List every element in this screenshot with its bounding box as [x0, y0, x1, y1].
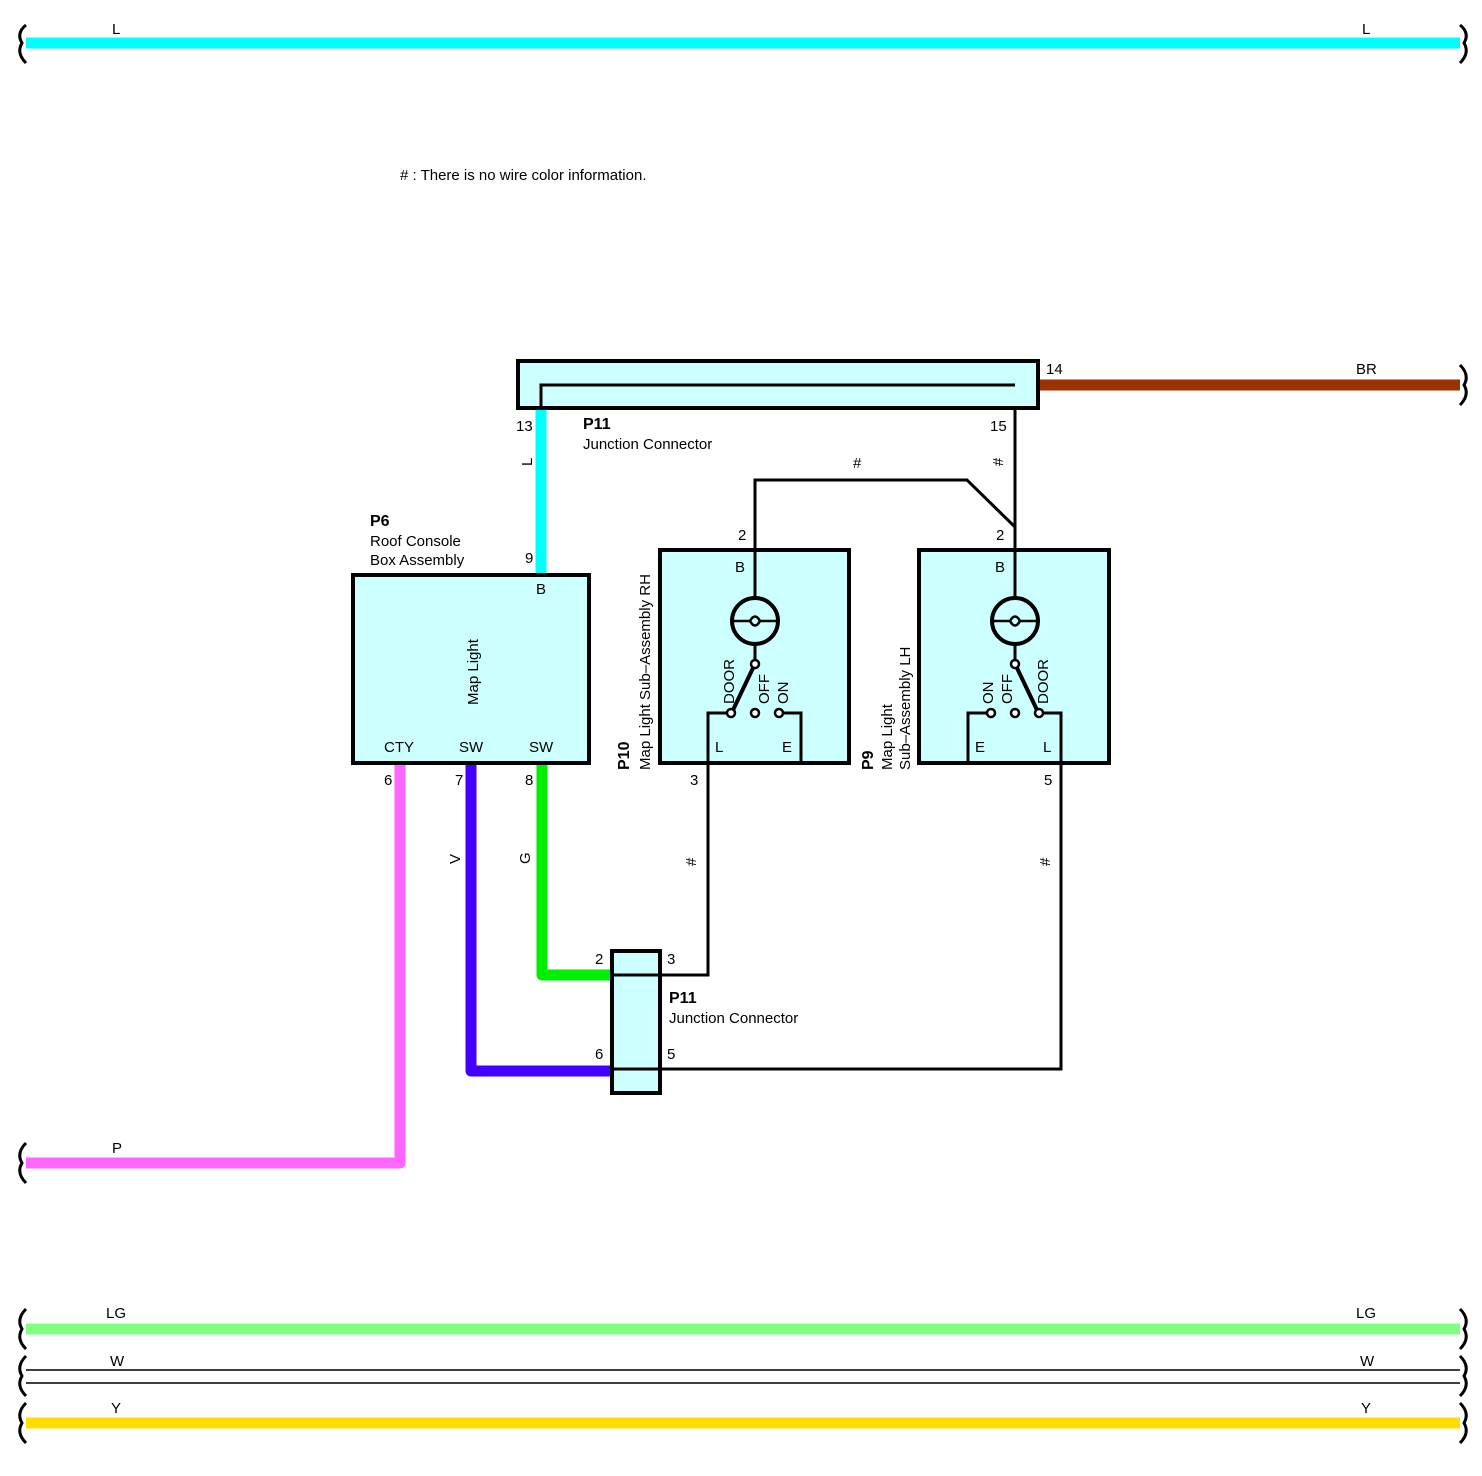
- p10-name: Map Light Sub–Assembly RH: [637, 574, 654, 770]
- p10-term-b: B: [735, 559, 745, 576]
- y-right-brace: [1458, 1401, 1468, 1445]
- p6-term-sw-7: SW: [459, 739, 484, 756]
- wire-label-v: V: [447, 854, 464, 864]
- p10-pos-off: OFF: [756, 674, 773, 704]
- p11-bottom-pin-5: 5: [667, 1046, 675, 1063]
- p11-bottom-name: Junction Connector: [669, 1010, 798, 1027]
- p10-term-e: E: [782, 739, 792, 756]
- wire-label-w-left: W: [110, 1353, 125, 1370]
- wire-label-hash-p10: #: [683, 857, 700, 866]
- p6-name-line1: Roof Console: [370, 533, 461, 550]
- wire-label-y-right: Y: [1361, 1400, 1371, 1417]
- p11-top-pin-14: 14: [1046, 361, 1063, 378]
- wire-label-l-right: L: [1362, 21, 1370, 38]
- p6-pin-9: 9: [525, 550, 533, 567]
- p9-pos-door: DOOR: [1035, 659, 1052, 704]
- p9-pos-off: OFF: [999, 674, 1016, 704]
- wire-label-lg-right: LG: [1356, 1305, 1376, 1322]
- p11-bottom-pin-3: 3: [667, 951, 675, 968]
- lg-left-brace: [18, 1307, 28, 1351]
- wire-label-l-left: L: [112, 21, 120, 38]
- p9-pos-on: ON: [980, 682, 997, 705]
- p9-code: P9: [860, 750, 877, 770]
- p6-term-b: B: [536, 581, 546, 598]
- wire-label-p: P: [112, 1140, 122, 1157]
- p6-roof-console-box: P6 Roof Console Box Assembly 9 B Map Lig…: [351, 513, 591, 789]
- wire-label-y-left: Y: [111, 1400, 121, 1417]
- wire-label-hash-jumper: #: [853, 455, 862, 472]
- p11-bottom-code: P11: [669, 990, 697, 1007]
- y-left-brace: [18, 1401, 28, 1445]
- p6-pin-8: 8: [525, 772, 533, 789]
- p6-pin-7: 7: [455, 772, 463, 789]
- br-continuation-brace: [1458, 363, 1468, 407]
- p-continuation-brace: [18, 1141, 28, 1185]
- p6-name-line2: Box Assembly: [370, 552, 465, 569]
- lg-right-brace: [1458, 1307, 1468, 1351]
- p10-map-light-rh: 2 B DOOR OFF ON L E 3 P10 Map Light Sub–…: [616, 527, 851, 789]
- p11-top-pin-13: 13: [516, 418, 533, 435]
- p11-bottom-pin-6: 6: [595, 1046, 603, 1063]
- p11-top-junction-connector: 13 14 15 P11 Junction Connector BR: [516, 359, 1377, 453]
- p6-map-light-label: Map Light: [465, 638, 482, 705]
- wire-label-l-vertical: L: [519, 458, 536, 466]
- p11-top-pin-15: 15: [990, 418, 1007, 435]
- wire-label-hash-p9: #: [1037, 857, 1054, 866]
- p11-bottom-pin-2: 2: [595, 951, 603, 968]
- p9-term-e: E: [975, 739, 985, 756]
- p9-name-line2: Sub–Assembly LH: [897, 647, 914, 770]
- p9-term-l: L: [1043, 739, 1051, 756]
- wire-label-w-right: W: [1360, 1353, 1375, 1370]
- switch-icon: [706, 658, 803, 763]
- p6-term-cty: CTY: [384, 739, 414, 756]
- p10-pos-door: DOOR: [721, 659, 738, 704]
- right-continuation-brace: [1458, 23, 1468, 65]
- p10-pin-3: 3: [690, 772, 698, 789]
- p10-term-l: L: [715, 739, 723, 756]
- p9-map-light-lh: 2 B ON OFF DOOR E L 5 P9 Map Light Sub–A…: [860, 527, 1111, 789]
- wire-label-lg-left: LG: [106, 1305, 126, 1322]
- g-wire: [536, 764, 612, 981]
- wire-label-g: G: [517, 852, 534, 864]
- w-left-brace: [18, 1354, 28, 1398]
- p-wire: [26, 764, 406, 1169]
- switch-icon: [966, 658, 1063, 763]
- w-right-brace: [1458, 1354, 1468, 1398]
- p11-top-code: P11: [583, 416, 611, 433]
- p9-term-b: B: [995, 559, 1005, 576]
- p6-pin-6: 6: [384, 772, 392, 789]
- p6-code: P6: [370, 513, 390, 530]
- p10-code: P10: [616, 741, 633, 770]
- p9-name-line1: Map Light: [879, 703, 896, 770]
- v-wire: [465, 764, 612, 1077]
- p9-pin-5: 5: [1044, 772, 1052, 789]
- p9-pin-2: 2: [996, 527, 1004, 544]
- p10-pos-on: ON: [775, 682, 792, 705]
- p10-pin-2: 2: [738, 527, 746, 544]
- p11-bottom-junction-connector: 2 3 P11 Junction Connector 6 5: [595, 949, 798, 1095]
- p6-term-sw-8: SW: [529, 739, 554, 756]
- left-continuation-brace: [18, 23, 28, 65]
- wire-color-note: # : There is no wire color information.: [400, 167, 647, 184]
- wire-label-hash-pin15: #: [990, 457, 1007, 466]
- top-l-bus: L L: [18, 21, 1468, 65]
- bottom-bus-lines: LG LG W W Y Y: [18, 1305, 1468, 1445]
- wire-label-br: BR: [1356, 361, 1377, 378]
- p11-top-name: Junction Connector: [583, 436, 712, 453]
- colored-wires: [18, 363, 1468, 1185]
